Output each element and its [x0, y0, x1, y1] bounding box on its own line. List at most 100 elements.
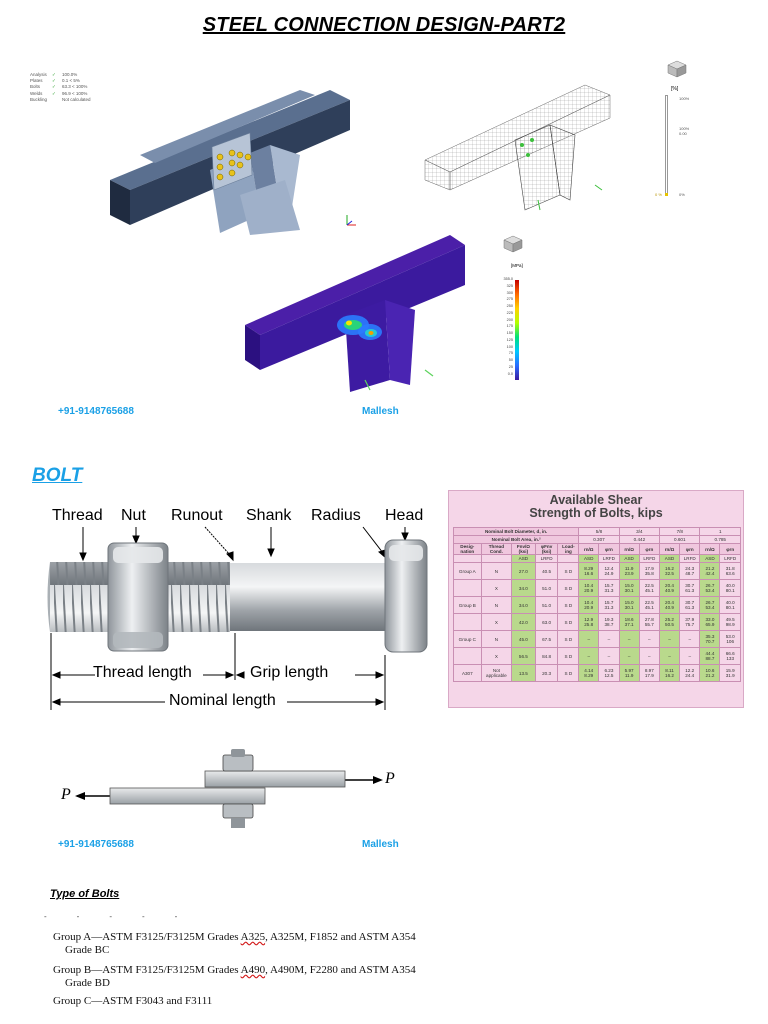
table-cell: 26.7 53.4 [699, 596, 721, 614]
table-cell: 51.0 [534, 579, 559, 597]
label-thread-length: Thread length [93, 664, 192, 681]
analysis-status-list: Analysis✓100.0% Plates✓0.1 < 5% Bolts✓63… [30, 72, 91, 103]
table-cell: – [598, 647, 620, 665]
table-cell: N [480, 596, 513, 614]
contact-phone: +91-9148765688 [58, 839, 134, 850]
stress-tick-label: 225 [506, 310, 513, 315]
contact-name: Mallesh [362, 839, 399, 850]
table-cell: 0.601 [659, 535, 701, 544]
force-label-left: P [61, 786, 71, 803]
table-cell: – [638, 647, 661, 665]
check-icon: ✓ [52, 90, 56, 96]
table-cell: A307 [453, 664, 482, 682]
label-radius: Radius [311, 507, 361, 524]
table-cell: 15.7 31.3 [598, 579, 620, 597]
table-cell: ASD [618, 554, 640, 563]
table-cell: S D [557, 596, 580, 614]
table-cell: 26.7 53.4 [699, 579, 721, 597]
table-cell: 20.3 [534, 664, 559, 682]
table-cell: 15.9 31.9 [719, 664, 741, 682]
table-cell: – [638, 630, 661, 648]
table-cell: 45.0 [511, 630, 536, 648]
table-cell: φrn [719, 543, 741, 555]
cube-icon [503, 235, 523, 253]
mesh-model [424, 84, 611, 211]
table-cell: 7/8 [659, 527, 701, 536]
table-cell: φrn [598, 543, 620, 555]
table-cell: 18.6 37.1 [618, 613, 640, 631]
stress-tick-label: 0.0 [507, 371, 513, 376]
table-cell: 13.5 [511, 664, 536, 682]
table-cell: Nominal Bolt Diameter, d, in. [452, 527, 580, 536]
table-cell: 25.2 50.5 [659, 613, 680, 631]
stress-tick-label: 275 [506, 297, 513, 302]
contact-name: Mallesh [362, 406, 399, 417]
table-cell: 63.0 [534, 613, 559, 631]
table-cell: 5.97 11.9 [618, 664, 640, 682]
table-cell: 10.6 21.2 [699, 664, 721, 682]
table-cell: S D [557, 562, 580, 580]
table-cell: – [659, 630, 680, 648]
stress-tick-label: 125 [506, 337, 513, 342]
table-cell: 22.5 45.1 [638, 596, 661, 614]
table-cell: S D [557, 664, 580, 682]
table-cell: – [598, 630, 620, 648]
table-cell: 35.3 70.7 [699, 630, 721, 648]
table-cell: Group C [453, 630, 482, 648]
bolt-anatomy-diagram: Thread Nut Runout Shank Radius Head [45, 505, 440, 715]
table-cell: 6.23 12.5 [598, 664, 620, 682]
table-cell: 12.2 24.4 [678, 664, 701, 682]
table-cell [453, 647, 482, 665]
table-cell: – [618, 647, 640, 665]
table-cell: N [480, 562, 513, 580]
status-row: Bolts✓63.3 < 100% [30, 84, 88, 90]
status-row: Analysis✓100.0% [30, 72, 78, 77]
table-cell: 15.0 30.1 [618, 596, 640, 614]
table-cell: 24.3 48.7 [678, 562, 701, 580]
table-cell: 21.2 42.4 [699, 562, 721, 580]
table-cell: 0.442 [618, 535, 661, 544]
table-cell: 4.14 8.29 [578, 664, 600, 682]
table-cell: Thread Cond. [480, 543, 513, 555]
table-cell: ASD [659, 554, 680, 563]
table-cell: 20.4 40.9 [659, 596, 680, 614]
label-thread: Thread [52, 507, 103, 524]
table-cell: 34.0 [511, 596, 536, 614]
table-cell: – [659, 647, 680, 665]
table-cell: S D [557, 647, 580, 665]
lap-joint-diagram: P P [55, 745, 405, 830]
table-cell: 40.0 80.1 [719, 579, 741, 597]
table-cell: 30.7 61.3 [678, 579, 701, 597]
stress-colorbar [515, 280, 519, 380]
table-cell: X [480, 579, 513, 597]
table-cell: ASD [699, 554, 721, 563]
bolt-types-title: Type of Bolts [50, 888, 120, 900]
label-shank: Shank [246, 507, 292, 524]
table-cell: S D [557, 630, 580, 648]
table-cell: 20.4 40.9 [659, 579, 680, 597]
table-cell: 5/8 [578, 527, 620, 536]
table-cell: 51.0 [534, 596, 559, 614]
table-cell: N [480, 630, 513, 648]
bolt-shear-strength-table: Available Shear Strength of Bolts, kips … [448, 490, 744, 708]
stress-tick-label: 200 [506, 317, 513, 322]
table-cell: 84.8 [534, 647, 559, 665]
table-cell: rn/Ω [699, 543, 721, 555]
label-nominal-length: Nominal length [169, 692, 276, 709]
table-cell: 30.7 61.3 [678, 596, 701, 614]
table-cell: Group B [453, 596, 482, 614]
table-cell: rn/Ω [659, 543, 680, 555]
table-cell: LRFD [598, 554, 620, 563]
cube-icon [667, 60, 687, 78]
table-cell: 8.29 16.6 [578, 562, 600, 580]
label-nut: Nut [121, 507, 146, 524]
table-cell: 27.0 [511, 562, 536, 580]
status-row: Plates✓0.1 < 5% [30, 78, 80, 84]
